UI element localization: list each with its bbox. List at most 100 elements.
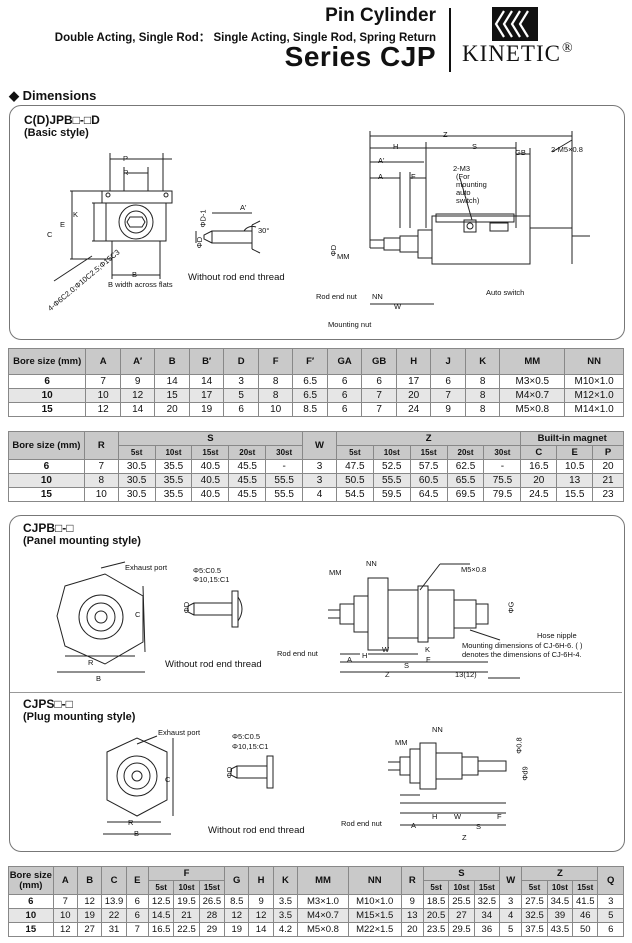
table-cell: 8 [257,374,294,389]
col-header: F [147,866,226,881]
chamfer-5: Φ5:C0.5 [232,732,261,741]
table-cell: 3 [223,374,259,389]
col-header: C [101,866,127,895]
table-cell: 6 [430,374,466,389]
table-cell: 40.5 [191,487,230,502]
dim-z: Z [385,670,390,679]
table-cell: 50 [572,922,599,937]
table-cell: 50.5 [335,473,374,488]
stroke-header: 15st [191,445,230,460]
table-cell: 15 [154,388,190,403]
hose-nipple-label: Hose nipple [537,631,577,640]
table-header-row: Bore size (mm) A B C E F G H K MM NN R S… [8,866,624,895]
mm-thread: MM [395,738,408,747]
stroke-header: 10st [372,445,411,460]
table-cell: 21 [173,908,200,923]
col-header: A′ [119,348,156,375]
table-cell: 6 [597,922,624,937]
table-cell: 8 [464,374,501,389]
table-cell: 35.5 [154,459,193,474]
table-cell: 9 [400,894,424,909]
table-cell: 32.5 [473,894,501,909]
table-cell: 55.5 [372,473,411,488]
table-cell: - [483,459,522,474]
stroke-header: 5st [117,445,156,460]
table-cell: M5×0.8 [297,922,349,937]
table-cell: 60.5 [409,473,448,488]
dim-e: E [60,220,66,229]
col-header: P [592,445,624,460]
table-cell: 29.5 [448,922,475,937]
dim-b: B [134,829,140,838]
table-cell: 6 [125,894,149,909]
dim-a: A [347,655,353,664]
table-cell: 7 [125,922,149,937]
rod-end-nut-label: Rod end nut [316,292,357,301]
chamfer-5: Φ5:C0.5 [193,566,222,575]
col-header: S [117,431,304,446]
col-header: B [76,866,103,895]
dim-13-12: 13(12) [455,670,477,679]
table-cell: 8 [464,388,501,403]
table-cell: 3.5 [272,894,299,909]
table-cell: 5 [597,908,624,923]
table-cell: 13 [400,908,424,923]
dim-d1: ΦD-1 [198,209,208,228]
table-cell: M12×1.0 [564,388,624,403]
table-cell: 20 [520,473,558,488]
table-cell: 18.5 [422,894,450,909]
table-cell: M4×0.7 [297,908,349,923]
page-title: Pin Cylinder [325,5,436,26]
mounting-nut-label: Mounting nut [328,320,372,329]
dim-p: P [123,154,129,163]
bore-size-cell: 10 [8,473,85,488]
dimensions-table-2: Bore size (mm) R S W Z Built-in magnet 5… [8,431,624,502]
dimensions-table-1: Bore size (mm) A A′ B B′ D F F′ GA GB H … [7,348,624,417]
table-cell: 27 [76,922,103,937]
col-header: Bore size (mm) [8,431,85,460]
table-cell: 21 [592,473,624,488]
table-cell: 12 [224,908,250,923]
col-header: F [257,348,294,375]
table-cell: 6 [223,402,259,417]
panel-rod-end-sketch [187,590,243,628]
col-header: A [52,866,78,895]
table-cell: 4 [302,487,337,502]
table-cell: 9 [119,374,156,389]
table-cell: 34.5 [546,894,574,909]
bore-size-cell: 6 [7,374,87,389]
table-cell: 32.5 [521,908,548,923]
table-cell: 7 [85,374,121,389]
table-cell: 6 [326,388,363,403]
panel-title: CJPB□-□ [23,521,74,535]
table-cell: 37.5 [521,922,548,937]
m5-thread: 2-M5×0.8 [551,145,583,154]
stroke-header: 5st [422,880,450,895]
table-cell: M22×1.5 [347,922,402,937]
table-cell: 19 [76,908,103,923]
table-cell: 31 [101,922,127,937]
table-cell: 17 [395,374,432,389]
panel-divider [10,692,622,693]
col-header: NN [564,348,624,375]
series-name: Series CJP [284,41,436,72]
table-cell: 6.5 [292,388,328,403]
dim-z: Z [462,833,467,842]
table-cell: - [265,459,304,474]
dim-h: H [393,142,399,151]
table-cell: M3×1.0 [297,894,349,909]
table-cell: M10×1.0 [564,374,624,389]
table-cell: 14.5 [147,908,175,923]
table-cell: 25.5 [448,894,475,909]
table-cell: 10 [83,487,119,502]
panel-subtitle: (Basic style) [24,127,89,139]
col-header: G [224,866,250,895]
col-header: K [464,348,501,375]
front-view-drawing [53,153,173,282]
basic-style-panel: C(D)JPB□-□D (Basic style) P R K E C B B … [9,105,625,340]
stroke-header: 10st [173,880,200,895]
table-cell: 6.5 [292,374,328,389]
